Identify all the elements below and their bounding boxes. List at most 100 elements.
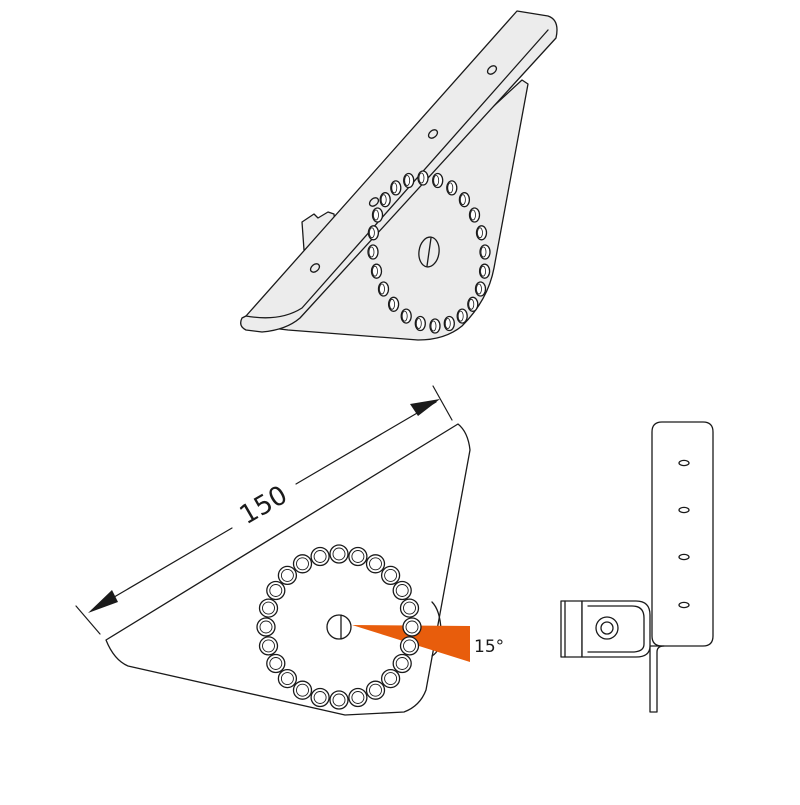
iso-ring-hole-inner bbox=[368, 227, 375, 239]
iso-ring-hole bbox=[367, 244, 379, 260]
isometric-bracket-view bbox=[240, 10, 558, 341]
side-ring-hole-inner bbox=[395, 584, 409, 597]
iso-ring-hole-inner bbox=[401, 310, 408, 322]
iso-mounting-flange bbox=[240, 10, 558, 333]
iso-ring-hole-inner bbox=[476, 283, 482, 295]
iso-pivot-slot bbox=[426, 237, 432, 267]
dimension-arrowhead bbox=[88, 590, 118, 613]
iso-ring-hole-inner bbox=[457, 310, 464, 322]
end-side-block bbox=[560, 600, 583, 658]
side-ring-hole-inner bbox=[269, 584, 283, 597]
iso-ring-hole bbox=[417, 170, 429, 186]
iso-ring-hole bbox=[467, 296, 479, 312]
iso-ring-hole bbox=[432, 172, 444, 189]
side-hole-ring bbox=[256, 544, 422, 710]
side-ring-hole-inner bbox=[269, 657, 283, 670]
iso-ring-hole-inner bbox=[480, 265, 487, 277]
iso-ring-hole bbox=[468, 207, 481, 223]
dimension-line-right bbox=[295, 401, 437, 485]
iso-ring-hole bbox=[403, 172, 415, 189]
end-strip-hole bbox=[678, 553, 690, 561]
end-elevation-view bbox=[560, 421, 714, 713]
dimension-arrowhead bbox=[410, 399, 440, 416]
iso-ring-hole bbox=[479, 244, 491, 260]
iso-ring-hole-inner bbox=[418, 172, 425, 184]
iso-flange-hole bbox=[486, 65, 498, 75]
iso-ring-hole-inner bbox=[389, 298, 396, 310]
side-ring-hole-inner bbox=[403, 639, 416, 653]
iso-ring-hole bbox=[370, 263, 383, 279]
iso-ring-hole-inner bbox=[447, 182, 454, 194]
length-dimension-label: 150 bbox=[235, 480, 293, 531]
side-ring-hole-inner bbox=[296, 683, 309, 697]
side-ring-hole-inner bbox=[280, 568, 294, 582]
iso-ring-hole-inner bbox=[470, 209, 476, 221]
iso-ring-hole bbox=[456, 308, 468, 324]
iso-ring-hole bbox=[475, 225, 488, 241]
iso-ring-hole bbox=[474, 281, 487, 297]
iso-ring-hole-inner bbox=[373, 209, 379, 221]
iso-ring-hole-inner bbox=[415, 318, 422, 329]
dimension-extension-line bbox=[432, 385, 453, 421]
iso-flange-hole bbox=[368, 197, 380, 207]
side-ring-hole-inner bbox=[262, 601, 275, 615]
end-strip-hole bbox=[678, 601, 690, 609]
iso-flange-hole bbox=[427, 129, 439, 139]
iso-ring-hole bbox=[379, 192, 391, 208]
side-ring-hole-inner bbox=[351, 691, 365, 704]
iso-ring-hole bbox=[390, 180, 402, 196]
iso-ring-hole-inner bbox=[380, 194, 387, 206]
side-ring-hole-inner bbox=[296, 557, 309, 571]
iso-flange-lip bbox=[245, 29, 549, 319]
iso-ring-hole bbox=[377, 281, 390, 297]
iso-ring-hole-inner bbox=[404, 175, 411, 186]
iso-ring-hole bbox=[387, 296, 400, 312]
iso-ring-hole-inner bbox=[459, 194, 466, 206]
end-strip-hole bbox=[678, 506, 690, 514]
side-ring-hole-inner bbox=[259, 620, 273, 634]
iso-ring-hole-inner bbox=[372, 265, 378, 277]
side-ring-hole-inner bbox=[313, 691, 327, 704]
iso-hole-ring bbox=[367, 170, 491, 334]
dimension-extension-line bbox=[75, 605, 101, 635]
side-ring-hole-inner bbox=[384, 672, 398, 686]
end-vertical-strip bbox=[651, 421, 714, 647]
iso-ring-hole-inner bbox=[391, 182, 398, 194]
length-dimension bbox=[75, 385, 453, 635]
side-ring-hole-inner bbox=[332, 693, 346, 707]
iso-ring-hole-inner bbox=[430, 320, 437, 332]
iso-ring-hole bbox=[458, 192, 471, 208]
iso-ring-hole bbox=[367, 225, 380, 241]
side-ring-hole-inner bbox=[405, 620, 419, 634]
end-block-hole-inner bbox=[600, 621, 614, 635]
side-ring-hole-inner bbox=[351, 550, 365, 563]
iso-flange-hole bbox=[309, 263, 321, 273]
side-elevation-view: 150 15° bbox=[75, 385, 504, 716]
end-side-block-inner bbox=[587, 605, 645, 653]
end-foot bbox=[649, 645, 665, 713]
side-ring-hole-inner bbox=[384, 568, 398, 582]
iso-ring-hole-inner bbox=[433, 175, 440, 186]
dimension-line-left bbox=[91, 527, 233, 611]
end-strip-hole bbox=[678, 459, 690, 467]
iso-ring-hole bbox=[446, 180, 458, 196]
iso-ring-hole-inner bbox=[368, 246, 375, 258]
side-ring-hole-inner bbox=[313, 550, 327, 563]
iso-ring-hole-inner bbox=[468, 298, 475, 310]
side-ring-hole-inner bbox=[369, 557, 382, 571]
iso-ring-hole-inner bbox=[444, 318, 451, 329]
side-center-pivot bbox=[326, 614, 352, 640]
angle-label: 15° bbox=[474, 637, 504, 657]
iso-ring-hole-inner bbox=[480, 246, 487, 258]
side-ring-hole-inner bbox=[395, 657, 409, 670]
iso-ring-hole bbox=[478, 263, 491, 279]
iso-ring-hole bbox=[371, 207, 384, 223]
iso-ring-hole bbox=[429, 318, 441, 334]
side-ring-hole-inner bbox=[332, 547, 346, 561]
iso-ring-hole bbox=[400, 308, 412, 324]
iso-ring-hole bbox=[443, 315, 455, 332]
side-ring-hole-inner bbox=[369, 683, 382, 697]
side-ring-hole-inner bbox=[262, 639, 275, 653]
